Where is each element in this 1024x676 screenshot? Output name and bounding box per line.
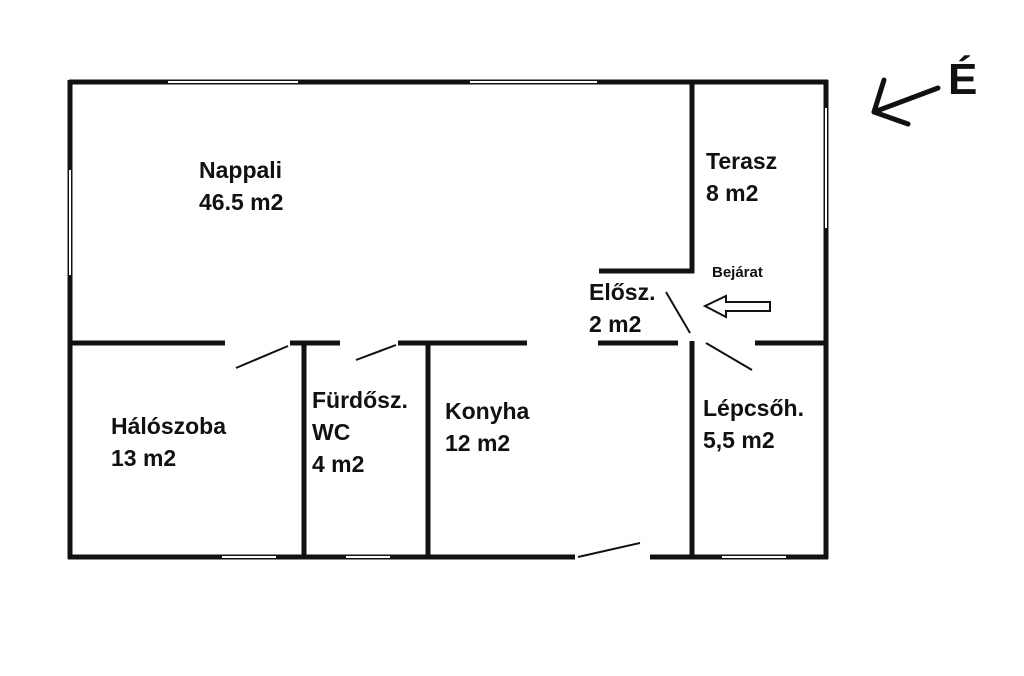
north-arrow-icon [871,77,941,127]
door-kitchen [577,542,641,558]
room-name: Nappali [199,157,283,183]
north-label: É [948,55,978,104]
room-label-furdo: Fürdősz. WC 4 m2 [312,384,408,480]
room-name: Elősz. [589,279,656,305]
door-entrance [665,291,691,334]
room-name: Terasz [706,148,778,174]
room-label-nappali: Nappali 46.5 m2 [199,154,283,218]
room-label-lepcsoh: Lépcsőh. 5,5 m2 [703,392,804,456]
entrance-arrow-icon [702,294,771,319]
door-bedroom [235,345,289,369]
room-name: Hálószoba [111,413,227,439]
room-area: 4 m2 [312,451,365,477]
door-bathroom [355,344,397,361]
room-name: Lépcsőh. [703,395,804,421]
room-label-elosz: Elősz. 2 m2 [589,276,655,340]
room-area: 12 m2 [445,430,511,456]
room-label-konyha: Konyha 12 m2 [445,395,529,459]
entrance-text: Bejárat [712,264,763,281]
room-name-2: WC [312,419,351,445]
room-label-terasz: Terasz 8 m2 [706,145,777,209]
room-name: Konyha [445,398,530,424]
entrance-label: Bejárat [712,263,763,283]
room-area: 46.5 m2 [199,189,284,215]
room-label-haloszoba: Hálószoba 13 m2 [111,410,226,474]
room-area: 2 m2 [589,311,642,337]
door-stairs [705,342,753,371]
room-name: Fürdősz. [312,387,408,413]
room-area: 5,5 m2 [703,427,775,453]
room-area: 13 m2 [111,445,177,471]
room-area: 8 m2 [706,180,759,206]
